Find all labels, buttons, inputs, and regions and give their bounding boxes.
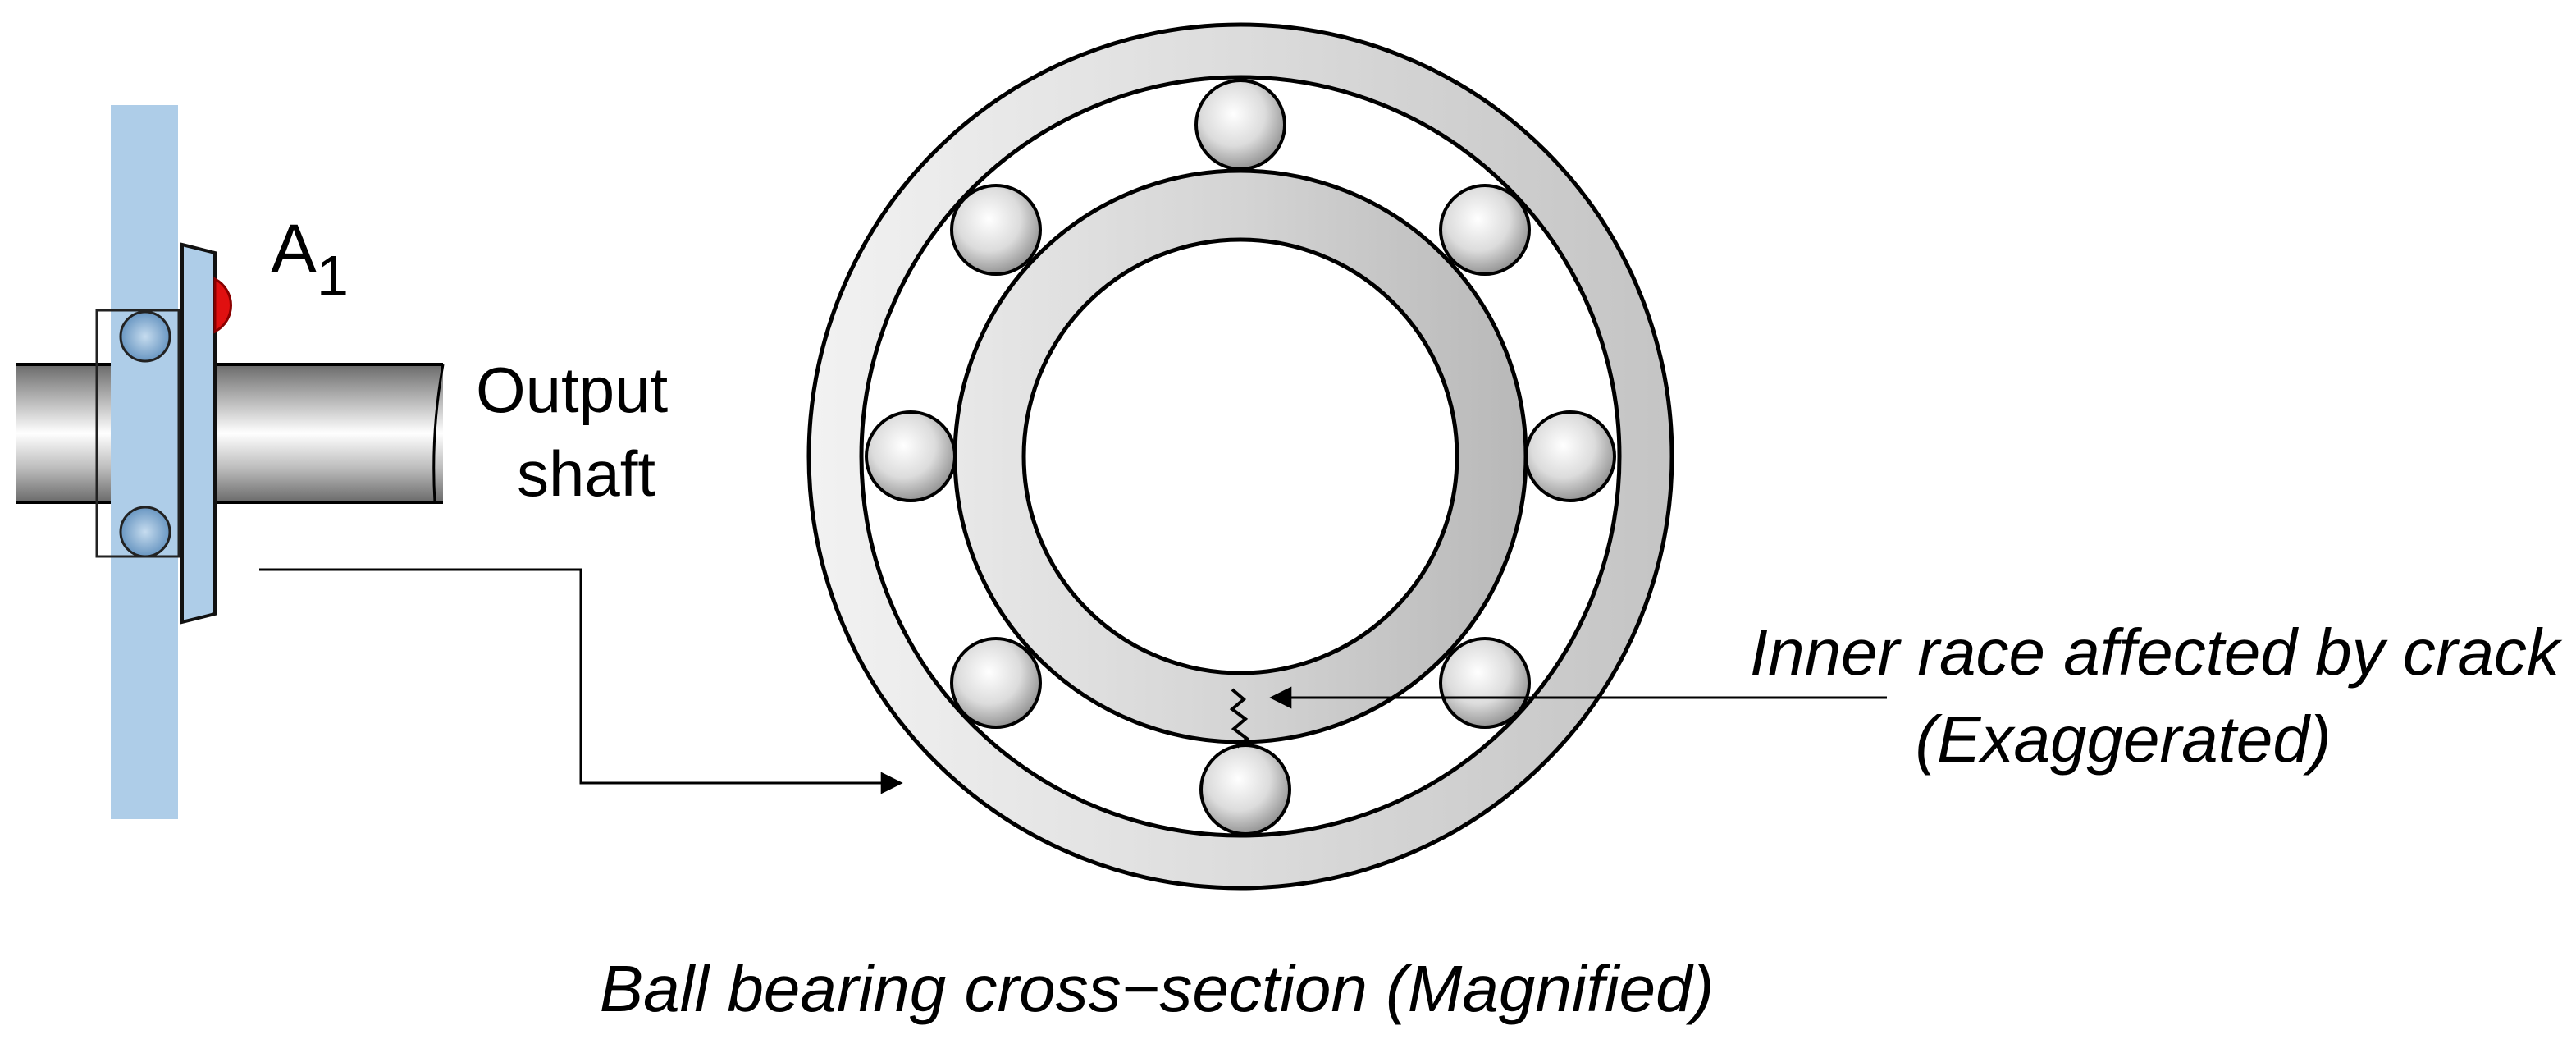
sensor-subscript: 1	[317, 244, 349, 308]
crack-mark	[1229, 688, 1250, 749]
shaft-bore	[1021, 237, 1459, 675]
sensor-letter: A	[271, 210, 317, 287]
bearing-housing-wall	[111, 105, 178, 819]
shaft-label-line2: shaft	[517, 437, 655, 510]
ball-bottom	[1199, 744, 1291, 836]
shaft-assembly	[16, 105, 445, 819]
ball-top-right	[1439, 184, 1531, 276]
sensor-a1	[213, 277, 233, 334]
ball-right	[1524, 410, 1616, 502]
crack-label-line1: Inner race affected by crack	[1750, 616, 2563, 689]
bearing-cross-section	[806, 22, 1674, 891]
shaft-bearing-ball-top	[119, 310, 171, 363]
magnify-leader-arrow	[259, 568, 903, 794]
shaft-break-edge	[432, 364, 445, 503]
ball-top	[1194, 79, 1286, 171]
ball-bottom-right	[1439, 637, 1531, 729]
flange-plate	[180, 242, 217, 625]
crack-label-line2: (Exaggerated)	[1916, 703, 2332, 776]
shaft-bearing-ball-bottom	[119, 506, 171, 558]
ball-bottom-left	[950, 637, 1042, 729]
shaft-label-line1: Output	[476, 354, 668, 426]
bearing-balls	[865, 79, 1616, 836]
output-shaft	[16, 364, 443, 502]
diagram-caption: Ball bearing cross−section (Magnified)	[600, 952, 1714, 1025]
ball-left	[865, 410, 957, 502]
ball-top-left	[950, 184, 1042, 276]
sensor-label: A1	[271, 210, 349, 308]
